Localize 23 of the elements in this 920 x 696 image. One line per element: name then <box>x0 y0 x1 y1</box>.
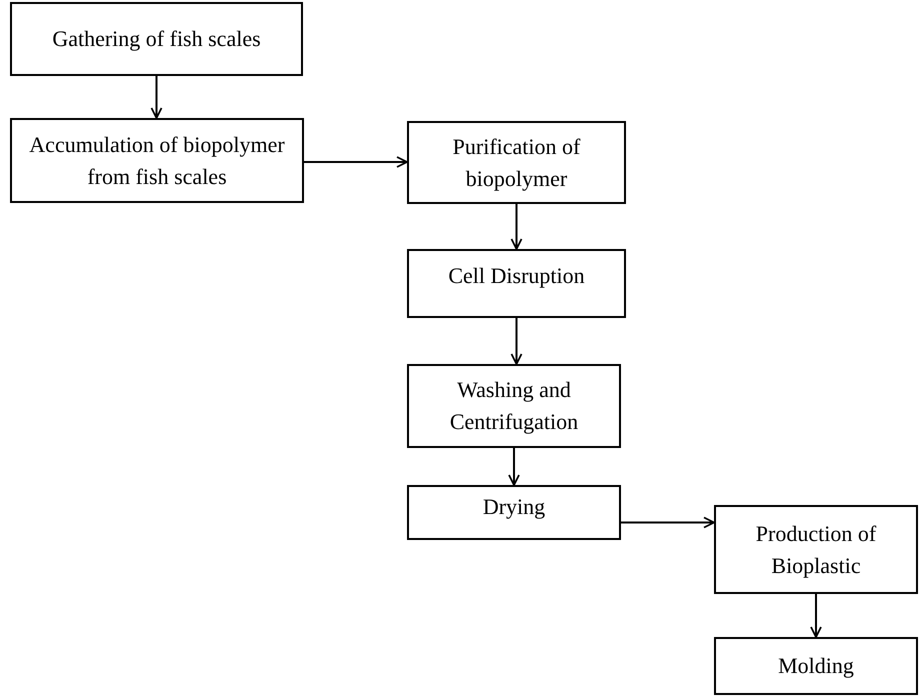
step-label: Production of Bioplastic <box>754 520 878 580</box>
arrow <box>150 76 162 119</box>
process-box <box>714 505 918 594</box>
step-label: Purification of biopolymer <box>452 132 582 193</box>
step-label: Gathering of fish scales <box>52 25 261 53</box>
step-label: Drying <box>482 492 546 521</box>
arrow <box>510 204 522 250</box>
arrow <box>508 448 520 486</box>
process-box <box>407 485 621 540</box>
arrow <box>510 318 522 365</box>
step-label: Molding <box>778 652 854 680</box>
arrow <box>810 594 822 638</box>
process-box <box>407 249 626 318</box>
process-box <box>407 121 626 204</box>
step-label: Washing and Centrifugation <box>448 376 580 436</box>
step-label: Cell Disruption <box>448 262 585 290</box>
arrow <box>304 156 408 168</box>
process-box <box>10 118 304 203</box>
step-label: Accumulation of biopolymer from fish scales <box>28 130 286 190</box>
process-box <box>407 364 621 448</box>
process-box <box>10 2 303 76</box>
process-box <box>714 637 918 695</box>
arrow <box>621 516 715 528</box>
